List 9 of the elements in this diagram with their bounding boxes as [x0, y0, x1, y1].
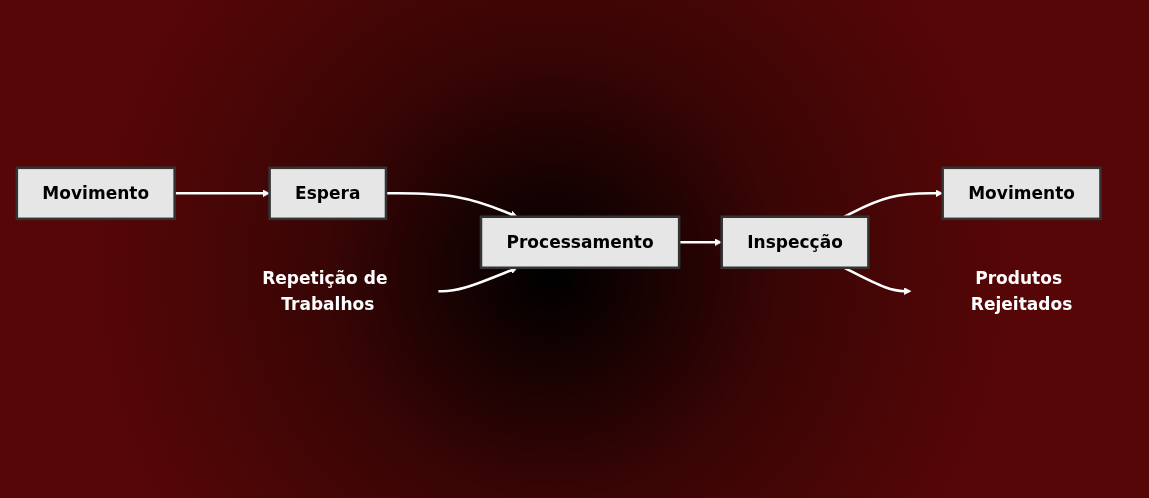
node-text: Produtos Rejeitados [970, 268, 1073, 315]
node-box: Espera [268, 166, 388, 221]
node-box: Inspecção [720, 215, 870, 270]
node-box: Processamento [479, 215, 681, 270]
arrow [174, 189, 270, 198]
node-box: Movimento [15, 166, 176, 221]
node-box: Movimento [941, 166, 1102, 221]
arrow [386, 192, 518, 218]
node-text: Repetição de Trabalhos [262, 268, 388, 315]
